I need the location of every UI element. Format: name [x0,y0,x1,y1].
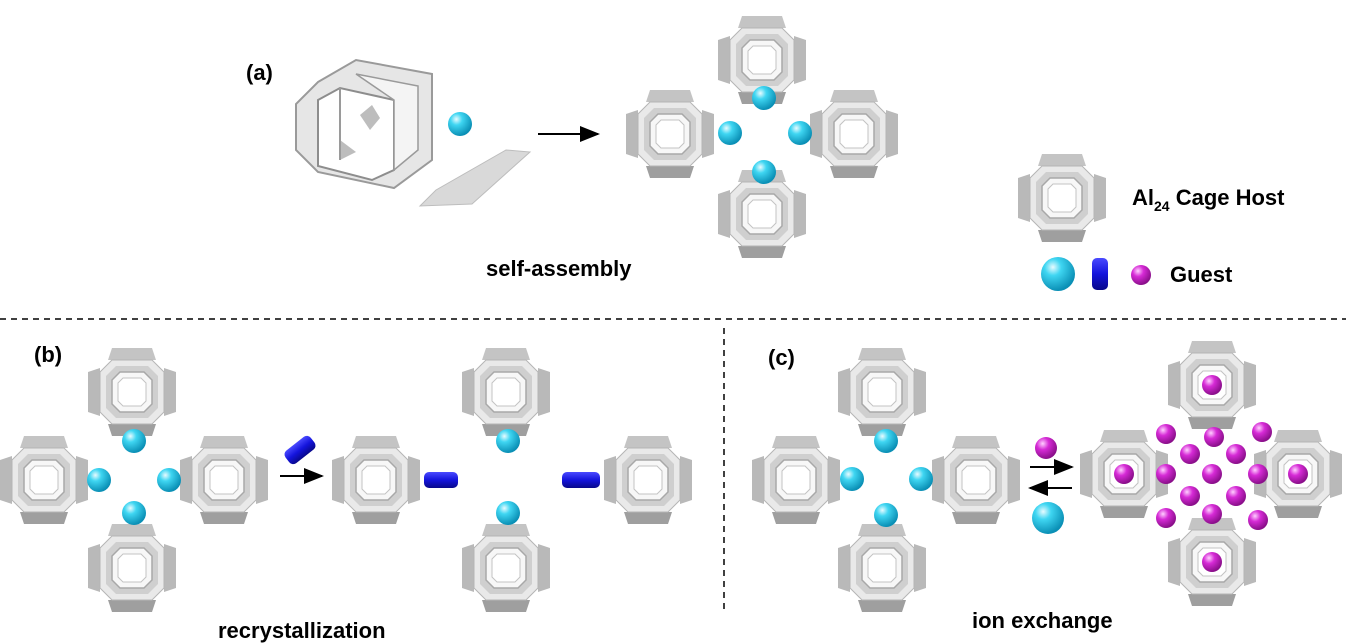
cluster-c-right [1079,340,1343,607]
blue-rod-icon [284,435,316,465]
assembled-cluster [625,15,899,259]
cyan-sphere-icon [1041,257,1075,291]
panel-a-tag: (a) [246,60,273,85]
legend-host-label: Al24 Cage Host [1132,185,1285,214]
panel-c-tag: (c) [768,345,795,370]
cyan-sphere-icon [1032,502,1064,534]
magenta-sphere-icon [1035,437,1057,459]
cage-icon [1017,153,1107,243]
legend: Al24 Cage Host Guest [1017,153,1285,291]
ligand-plate-icon [418,149,532,207]
panel-b-tag: (b) [34,342,62,367]
cyan-sphere-icon [448,112,472,136]
magenta-sphere-icon [1131,265,1151,285]
panel-b-caption: recrystallization [218,618,386,643]
cluster-b-left [0,347,269,613]
cluster-c-left [751,347,1021,613]
legend-guest-label: Guest [1170,262,1233,287]
panel-a-caption: self-assembly [486,256,632,281]
cluster-b-right [331,347,693,613]
panel-c-caption: ion exchange [972,608,1113,633]
cube-cage-icon [295,58,433,190]
blue-rod-icon [1092,258,1108,290]
